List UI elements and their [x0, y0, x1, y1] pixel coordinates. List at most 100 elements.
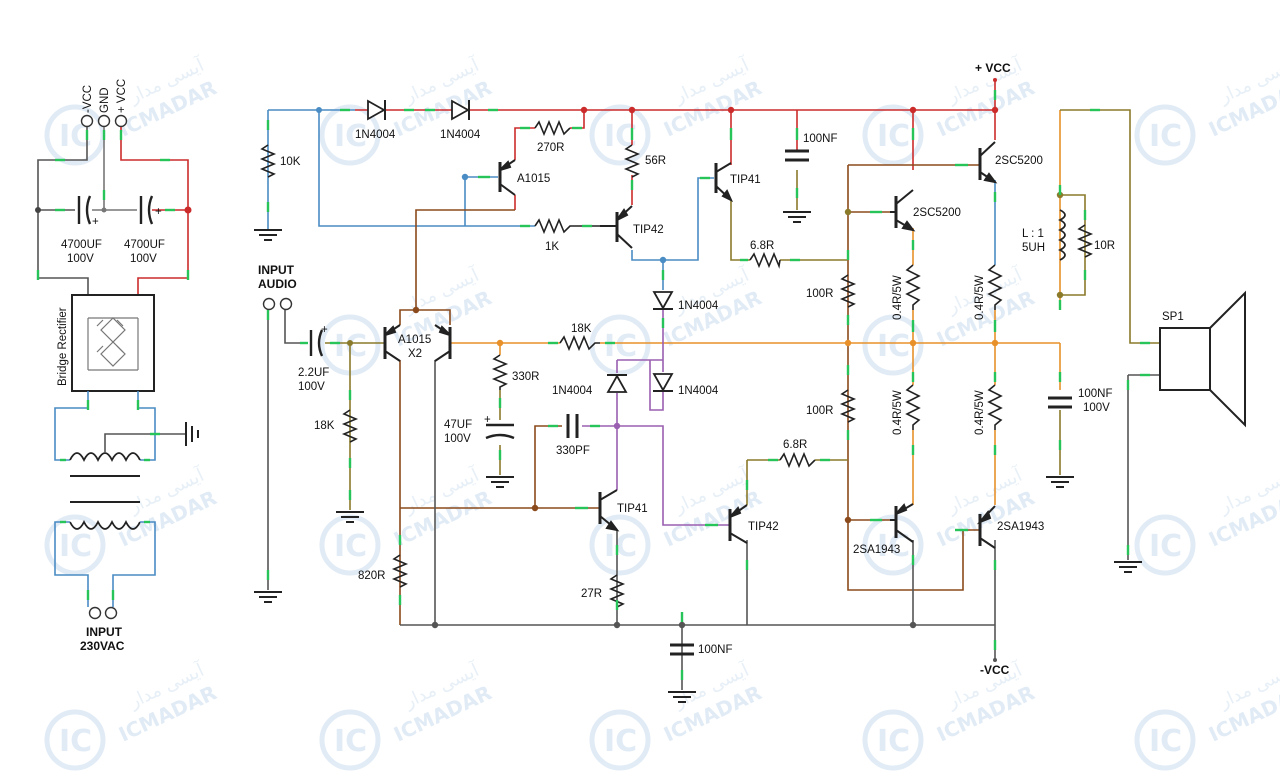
capacitor-c2: + — [139, 195, 162, 225]
label-100nf-top: 100NF — [803, 133, 838, 145]
junction-dots — [316, 106, 1064, 629]
resistor-100r-lower — [839, 389, 857, 423]
resistor-270r — [534, 119, 571, 137]
neg-vcc-label: -VCC — [980, 663, 1010, 677]
label-2sc5200-a: 2SC5200 — [913, 207, 961, 219]
svg-text:IC: IC — [877, 529, 910, 564]
label-tip42-bot: TIP42 — [748, 521, 779, 533]
label-2sa1943-b: 2SA1943 — [997, 521, 1044, 533]
label-re-2: 0.4R/5W — [974, 275, 986, 320]
label-1k: 1K — [545, 241, 559, 253]
svg-text:+: + — [155, 206, 162, 218]
svg-text:IC: IC — [1149, 724, 1182, 759]
label-cin-voltage: 100V — [298, 381, 325, 393]
label-18k-in: 18K — [314, 420, 335, 432]
transistor-a1015-top — [498, 159, 516, 196]
ground-icon — [336, 511, 364, 523]
resistor-10r — [1076, 224, 1094, 258]
transistor-tip41-top — [714, 162, 734, 203]
label-270r: 270R — [537, 142, 565, 154]
resistor-6-8r-bottom — [779, 451, 816, 469]
label-re-3: 0.4R/5W — [892, 390, 904, 435]
ac-input-terminal-1 — [88, 606, 102, 620]
label-zobel-value: 100NF — [1078, 388, 1113, 400]
audio-input-terminal-2 — [279, 297, 293, 311]
diode-d1 — [355, 99, 395, 121]
diode-d2 — [440, 99, 480, 121]
component-symbols: + + — [254, 78, 1246, 703]
capacitor-input: + — [309, 324, 328, 357]
power-supply-section: -VCC GND + VCC + + 4700UF 100V 4700UF 10… — [35, 79, 199, 653]
capacitor-100nf-top — [785, 149, 809, 162]
label-27r: 27R — [581, 588, 602, 600]
label-18k-fb: 18K — [571, 323, 592, 335]
svg-text:+: + — [321, 324, 328, 336]
label-cin-value: 2.2UF — [298, 367, 329, 379]
amplifier-wires — [267, 80, 1160, 690]
transistor-a1015-pair — [383, 324, 452, 362]
ac-input-terminal-2 — [104, 606, 118, 620]
label-2sc5200-b: 2SC5200 — [995, 155, 1043, 167]
transistor-tip42-bottom — [728, 504, 748, 544]
audio-input-label-1: INPUT — [258, 263, 295, 277]
node-markers — [36, 90, 1150, 680]
label-330pf: 330PF — [556, 445, 590, 457]
label-a1015-top: A1015 — [517, 173, 550, 185]
audio-input-terminal-1 — [262, 297, 276, 311]
label-inductor-1: L : 1 — [1022, 228, 1044, 240]
label-56r: 56R — [645, 155, 666, 167]
svg-text:IC: IC — [1149, 529, 1182, 564]
bridge-rectifier: Bridge Rectifier — [57, 294, 155, 392]
label-6-8r-top: 6.8R — [750, 240, 774, 252]
svg-text:IC: IC — [1149, 119, 1182, 154]
svg-text:IC: IC — [604, 529, 637, 564]
svg-text:IC: IC — [59, 529, 92, 564]
ground-icon — [1046, 476, 1074, 488]
ground-icon — [486, 476, 514, 488]
transformer — [69, 452, 141, 530]
label-d1: 1N4004 — [355, 129, 396, 141]
capacitor-47uf: + — [484, 414, 515, 440]
diode-d4 — [606, 374, 628, 393]
resistor-0-4r-3 — [905, 384, 921, 430]
label-a1015-pair: A1015 — [398, 334, 431, 346]
svg-text:IC: IC — [59, 724, 92, 759]
resistor-0-4r-4 — [987, 384, 1003, 430]
resistor-0-4r-2 — [987, 264, 1003, 310]
capacitor-330pf — [566, 414, 579, 438]
ground-icon — [1114, 561, 1142, 573]
resistor-330r — [491, 354, 509, 390]
transistor-2sc5200-a — [890, 189, 916, 232]
terminal-gnd-label: GND — [99, 87, 111, 113]
resistor-100r-upper — [839, 274, 857, 308]
svg-text:IC: IC — [334, 529, 367, 564]
resistor-10k — [259, 144, 277, 178]
label-47uf-voltage: 100V — [444, 433, 471, 445]
label-330r: 330R — [512, 371, 540, 383]
terminal-gnd — [97, 114, 111, 128]
label-10r: 10R — [1094, 240, 1115, 252]
bridge-rectifier-label: Bridge Rectifier — [57, 307, 69, 386]
terminal-neg-vcc-label: -VCC — [82, 85, 94, 113]
earth-ground-icon — [185, 422, 199, 446]
pos-vcc-label: + VCC — [975, 61, 1011, 75]
svg-text:+: + — [484, 414, 491, 426]
component-labels: INPUT AUDIO + VCC -VCC 10K 1N4004 1N4004… — [258, 61, 1184, 677]
label-100r-a: 100R — [806, 288, 834, 300]
c2-value: 4700UF — [124, 239, 165, 251]
label-tip41-top: TIP41 — [730, 174, 761, 186]
svg-text:+: + — [92, 216, 99, 228]
label-47uf-value: 47UF — [444, 419, 472, 431]
label-re-1: 0.4R/5W — [892, 275, 904, 320]
